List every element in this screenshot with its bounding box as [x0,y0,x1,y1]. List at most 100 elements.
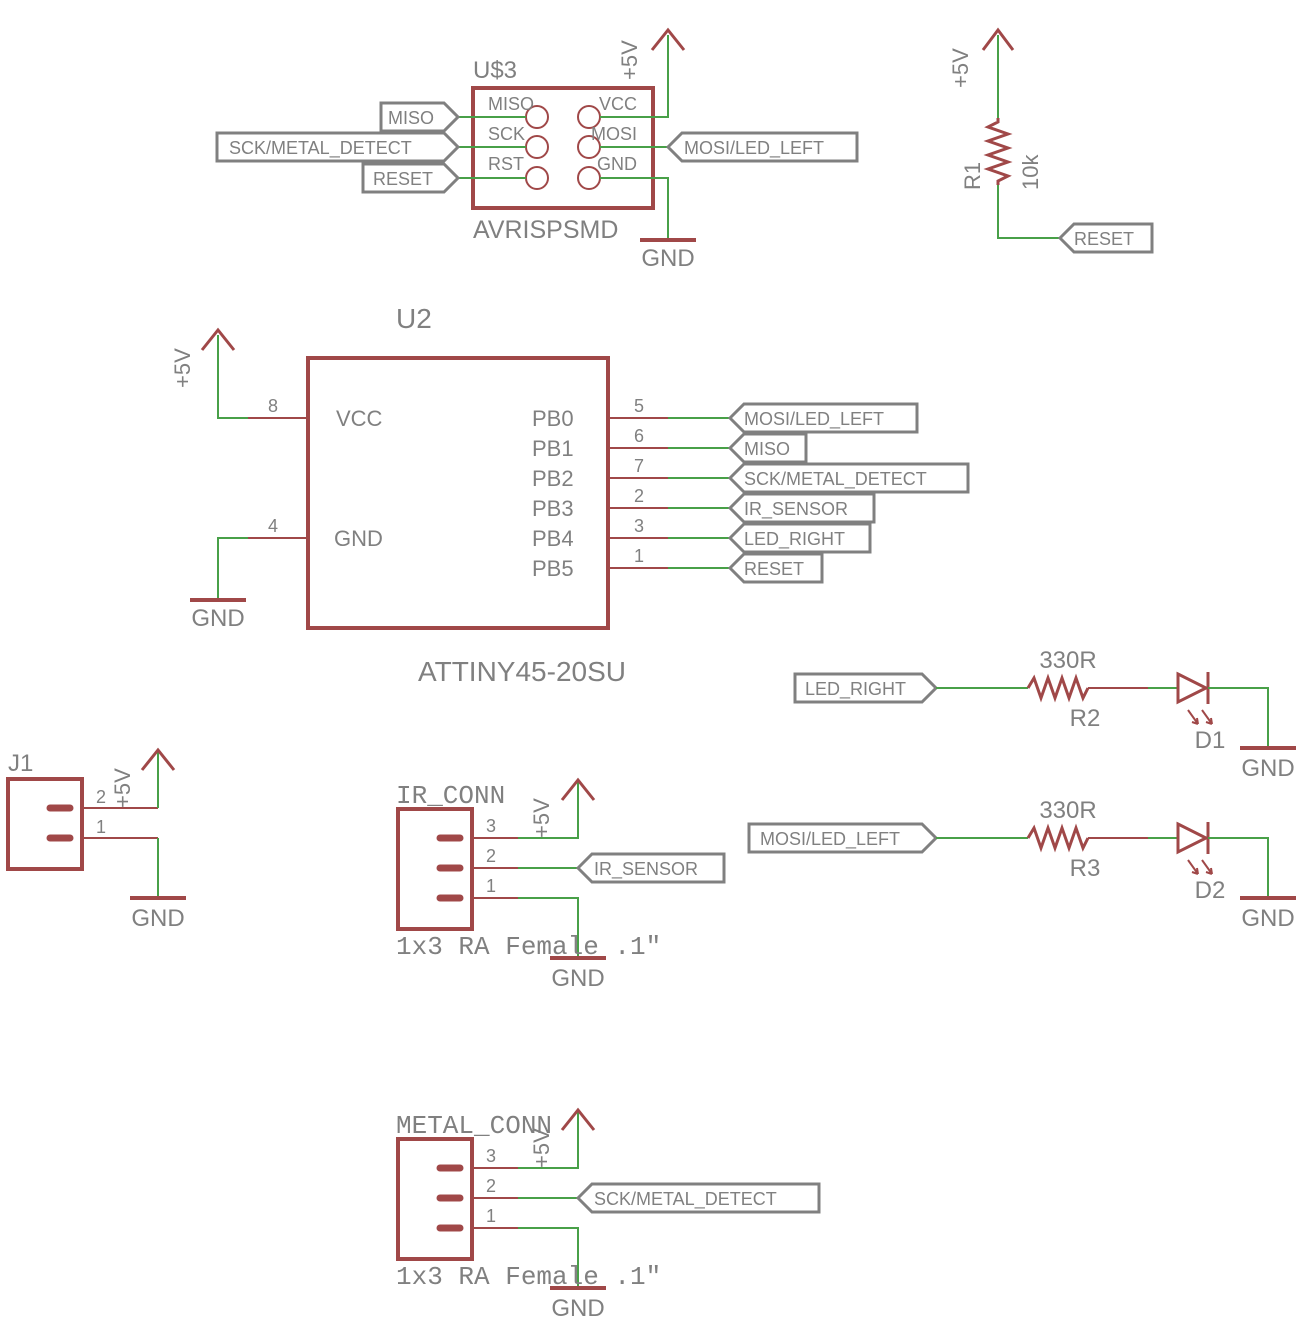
isp-pad-sck [525,135,549,159]
isp-pad-rst [525,166,549,190]
svg-text:SCK/METAL_DETECT: SCK/METAL_DETECT [744,469,927,490]
r1-supply-label: +5V [948,48,973,88]
metal-conn-pin-3: 3 [486,1146,496,1166]
r1-tag-reset[interactable]: RESET [1057,222,1154,254]
svg-text:RESET: RESET [744,559,804,579]
svg-text:MOSI/LED_LEFT: MOSI/LED_LEFT [744,409,884,430]
ir-conn-tag[interactable]: IR_SENSOR [575,852,726,884]
u2-pin-num-6: 6 [634,426,644,446]
isp-tag-sck[interactable]: SCK/METAL_DETECT [215,131,461,163]
u2-pin-vcc: VCC [336,406,383,431]
svg-text:MOSI/LED_LEFT: MOSI/LED_LEFT [684,138,824,159]
r1-resistor-icon [983,118,1013,185]
isp-supply-label: +5V [617,40,642,80]
metal-conn-name: METAL_CONN [396,1111,552,1141]
u2-value: ATTINY45-20SU [418,656,626,687]
u2-pin-num-8: 8 [268,396,278,416]
d2-name: D2 [1195,877,1226,904]
svg-text:IR_SENSOR: IR_SENSOR [744,499,848,520]
led-left-ground-label: GND [1241,905,1294,932]
u2-attiny[interactable]: U2 ATTINY45-20SU 8 4 VCC GND +5V GND [170,303,970,687]
metal-connector[interactable]: METAL_CONN 3 2 1 +5V SCK/METAL_DETECT 1x… [396,1107,821,1322]
ir-conn-ground-label: GND [551,965,604,992]
svg-text:RESET: RESET [373,169,433,189]
r3-value: 330R [1039,797,1096,824]
u2-pin-pb1: PB1 [532,436,574,461]
ir-conn-supply-label: +5V [529,798,554,838]
isp-header[interactable]: U$3 MISO SCK RST VCC MOSI GND AVRISPSMD … [215,27,859,272]
led-right-circuit[interactable]: LED_RIGHT 330R R2 D1 GND [793,647,1296,782]
u2-tag-mosi[interactable]: MOSI/LED_LEFT [727,402,919,434]
u2-pin-pb3: PB3 [532,496,574,521]
isp-tag-reset[interactable]: RESET [361,162,461,194]
svg-text:MISO: MISO [388,108,434,128]
j1-pin-2: 2 [96,787,106,807]
d2-diode-icon [1176,821,1210,855]
metal-conn-supply-arrow-icon [560,1107,596,1131]
led-right-ground-label: GND [1241,755,1294,782]
metal-conn-supply-label: +5V [529,1128,554,1168]
u2-pin-pb2: PB2 [532,466,574,491]
led-left-circuit[interactable]: MOSI/LED_LEFT 330R R3 D2 GND [747,797,1296,932]
isp-pin-sck: SCK [488,124,525,144]
metal-conn-value: 1x3 RA Female .1" [396,1262,661,1292]
svg-text:SCK/METAL_DETECT: SCK/METAL_DETECT [594,1189,777,1210]
u2-ground-label: GND [191,605,244,632]
r3-name: R3 [1070,855,1101,882]
d1-light-icon [1187,709,1199,725]
u2-pin-pb5: PB5 [532,556,574,581]
metal-conn-tag[interactable]: SCK/METAL_DETECT [575,1182,821,1214]
j1-body [6,777,84,871]
u2-pin-num-5: 5 [634,396,644,416]
j1-pin-1: 1 [96,817,106,837]
led-right-tag[interactable]: LED_RIGHT [793,672,939,704]
r2-resistor-icon [1026,673,1090,703]
u2-tag-miso[interactable]: MISO [727,432,808,464]
r1-supply-arrow-icon [981,27,1015,51]
d2-light-icon [1187,859,1199,875]
u2-tag-ir[interactable]: IR_SENSOR [727,492,876,524]
u2-name: U2 [396,303,432,334]
metal-conn-ground-label: GND [551,1295,604,1322]
svg-text:LED_RIGHT: LED_RIGHT [805,679,906,700]
u2-supply-arrow-icon [200,327,236,351]
r1-pullup[interactable]: +5V R1 10k RESET [948,27,1154,254]
svg-text:MISO: MISO [744,439,790,459]
r1-name: R1 [960,162,985,190]
isp-tag-mosi[interactable]: MOSI/LED_LEFT [665,131,859,163]
isp-ground-label: GND [641,245,694,272]
u2-pin-num-4: 4 [268,516,278,536]
u2-pin-pb4: PB4 [532,526,574,551]
isp-pin-rst: RST [488,154,524,174]
isp-wire-gnd [600,177,669,238]
u2-body [306,356,610,630]
r2-value: 330R [1039,647,1096,674]
u2-tag-reset[interactable]: RESET [727,552,824,584]
ir-connector[interactable]: IR_CONN 3 2 1 +5V IR_SENSOR 1x3 RA Femal… [396,777,726,992]
r1-value: 10k [1018,154,1043,190]
isp-name: U$3 [473,57,517,84]
svg-text:RESET: RESET [1074,229,1134,249]
j1-connector[interactable]: J1 2 1 +5V GND [6,747,186,932]
d1-name: D1 [1195,727,1226,754]
d1-diode-icon [1176,671,1210,705]
u2-pin-pb0: PB0 [532,406,574,431]
isp-pin-mosi: MOSI [591,124,637,144]
u2-supply-label: +5V [170,348,195,388]
ir-conn-pin-1: 1 [486,876,496,896]
j1-supply-arrow-icon [140,747,176,771]
isp-tag-miso[interactable]: MISO [379,101,461,133]
u2-tag-sck[interactable]: SCK/METAL_DETECT [727,462,970,494]
led-left-tag[interactable]: MOSI/LED_LEFT [747,822,939,854]
j1-ground-label: GND [131,905,184,932]
isp-pin-miso: MISO [488,94,534,114]
u2-pin-num-2: 2 [634,486,644,506]
isp-supply-arrow-icon [650,27,686,51]
isp-wire-vcc [600,35,669,118]
u2-tag-led-right[interactable]: LED_RIGHT [727,522,872,554]
svg-text:SCK/METAL_DETECT: SCK/METAL_DETECT [229,138,412,159]
ir-conn-name: IR_CONN [396,781,505,811]
ir-conn-pin-2: 2 [486,846,496,866]
r2-name: R2 [1070,705,1101,732]
